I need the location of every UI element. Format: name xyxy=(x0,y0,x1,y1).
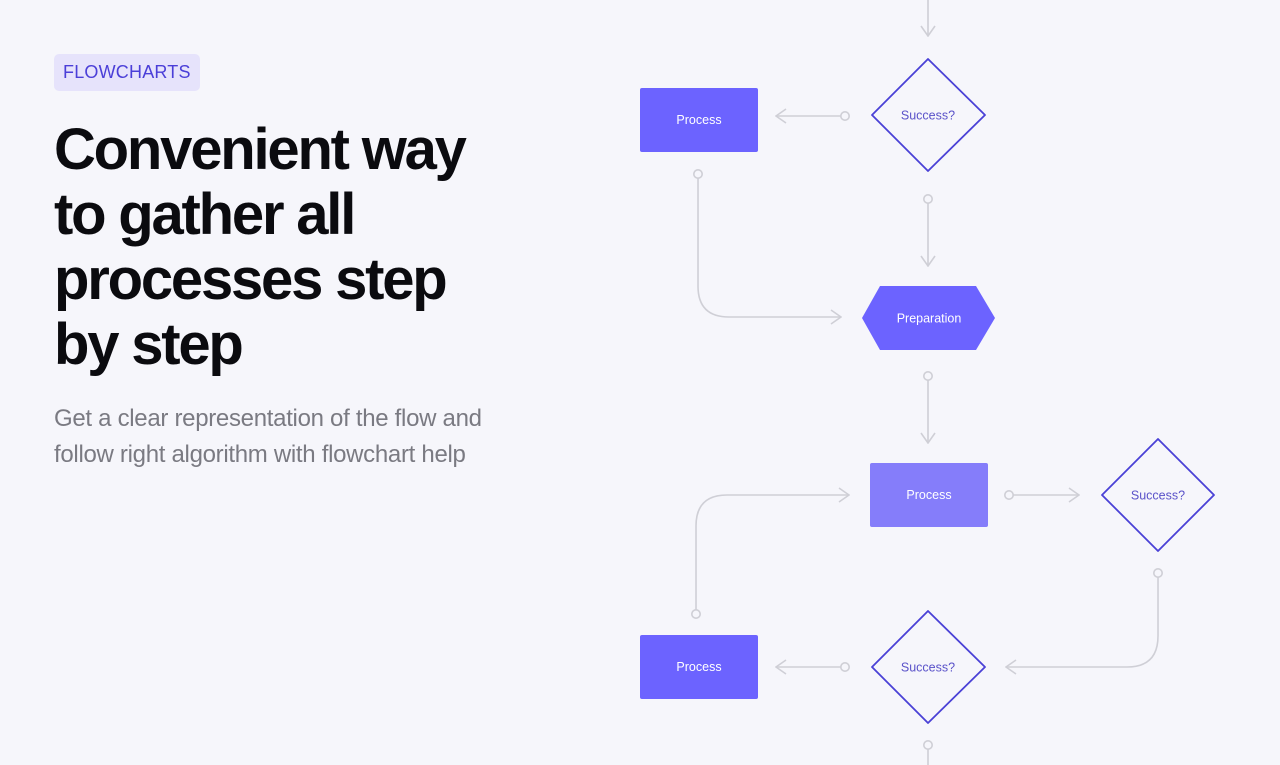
connector-process-bottom-to-process-middle xyxy=(695,495,849,614)
process-box-shape xyxy=(640,635,758,699)
decision-node-top[interactable]: Success? xyxy=(871,58,986,172)
connector-dot xyxy=(922,370,933,381)
preparation-node[interactable]: Preparation xyxy=(862,286,995,350)
process-box-shape xyxy=(640,88,758,152)
process-label: Process xyxy=(906,488,951,502)
process-box-shape xyxy=(870,463,988,527)
decision-node-bottom[interactable]: Success? xyxy=(871,610,986,724)
category-badge: FLOWCHARTS xyxy=(54,54,200,91)
hero-section: FLOWCHARTS Convenient way to gather all … xyxy=(54,54,514,473)
process-node-top[interactable]: Process xyxy=(640,88,758,152)
decision-label: Success? xyxy=(1131,489,1185,503)
connector-dot xyxy=(1153,567,1164,578)
decision-label: Success? xyxy=(901,661,955,675)
preparation-label: Preparation xyxy=(897,312,962,326)
process-node-bottom[interactable]: Process xyxy=(640,635,758,699)
connector-dot xyxy=(690,608,701,619)
connector-decision-right-to-decision-bottom xyxy=(1006,573,1159,667)
page-subtitle: Get a clear representation of the flow a… xyxy=(54,405,482,468)
decision-label: Success? xyxy=(901,109,955,123)
connector-dot xyxy=(839,111,850,122)
page-title: Convenient way to gather all processes s… xyxy=(54,117,467,377)
connector-dot xyxy=(922,739,933,750)
process-label: Process xyxy=(676,660,721,674)
preparation-hexagon-shape xyxy=(862,286,995,350)
connector-process-to-preparation xyxy=(697,174,841,317)
decision-diamond-shape xyxy=(1101,438,1215,552)
process-label: Process xyxy=(676,113,721,127)
connector-dot xyxy=(839,661,850,672)
connector-dot xyxy=(692,169,703,180)
process-node-middle[interactable]: Process xyxy=(870,463,988,527)
connector-dots xyxy=(690,111,1164,750)
connectors xyxy=(695,0,1159,765)
decision-diamond-shape xyxy=(871,610,986,724)
decision-diamond-shape xyxy=(871,58,986,172)
decision-node-right[interactable]: Success? xyxy=(1101,438,1215,552)
connector-dot xyxy=(922,194,933,205)
connector-dot xyxy=(1003,489,1014,500)
